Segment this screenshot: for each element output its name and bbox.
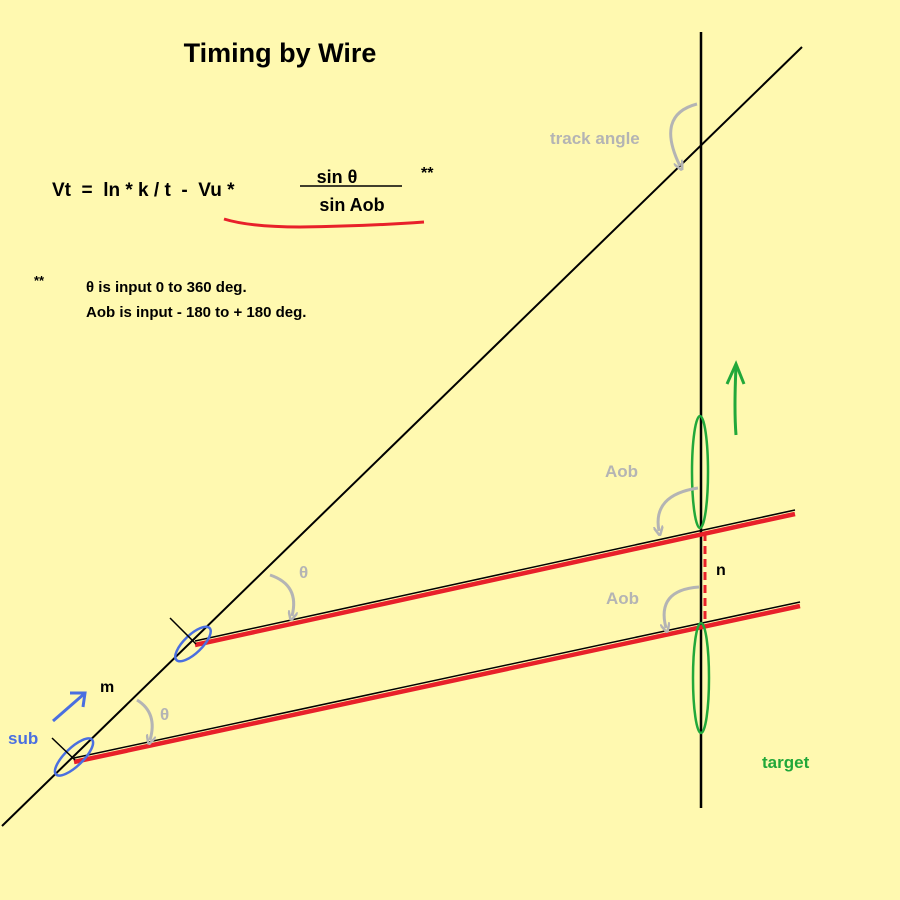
sub-motion-arrow-icon xyxy=(52,691,87,723)
theta-lower-arrow-icon xyxy=(136,698,152,740)
sub-label: sub xyxy=(8,729,38,748)
m-label: m xyxy=(100,679,114,696)
lower-wire-red xyxy=(73,603,801,765)
target-ellipse-lower xyxy=(691,621,711,735)
formula-numerator: sin θ xyxy=(317,167,358,187)
upper-wire-red xyxy=(194,511,796,648)
note-aob: Aob is input - 180 to + 180 deg. xyxy=(86,304,306,321)
aob-lower-label: Aob xyxy=(606,589,639,608)
sub-ellipse-upper xyxy=(174,625,212,663)
n-label: n xyxy=(716,562,726,579)
sub-ellipse-lower xyxy=(53,737,95,777)
theta-lower-label: θ xyxy=(160,705,169,724)
track-angle-arrow-icon xyxy=(669,102,698,166)
note-theta: θ is input 0 to 360 deg. xyxy=(86,279,247,296)
tick-upper xyxy=(169,617,197,645)
diagram-title: Timing by Wire xyxy=(184,38,377,68)
formula-denominator: sin Aob xyxy=(319,195,384,215)
formula-footnote-marker: ** xyxy=(421,165,434,182)
target-direction-arrow-icon xyxy=(725,360,746,436)
target-ellipse-upper xyxy=(690,414,710,530)
aob-lower-arrow-icon xyxy=(664,585,700,628)
aob-upper-label: Aob xyxy=(605,462,638,481)
target-label: target xyxy=(762,753,810,772)
lower-wire-black xyxy=(73,601,801,759)
notes-marker: ** xyxy=(34,273,45,288)
theta-upper-label: θ xyxy=(299,563,308,582)
theta-upper-arrow-icon xyxy=(269,573,294,616)
track-angle-label: track angle xyxy=(550,129,640,148)
sub-track-line xyxy=(1,46,803,827)
tick-lower xyxy=(51,737,76,761)
formula-left: Vt = ln * k / t - Vu * xyxy=(52,180,235,201)
aob-upper-arrow-icon xyxy=(658,486,699,531)
red-underline xyxy=(223,217,425,229)
